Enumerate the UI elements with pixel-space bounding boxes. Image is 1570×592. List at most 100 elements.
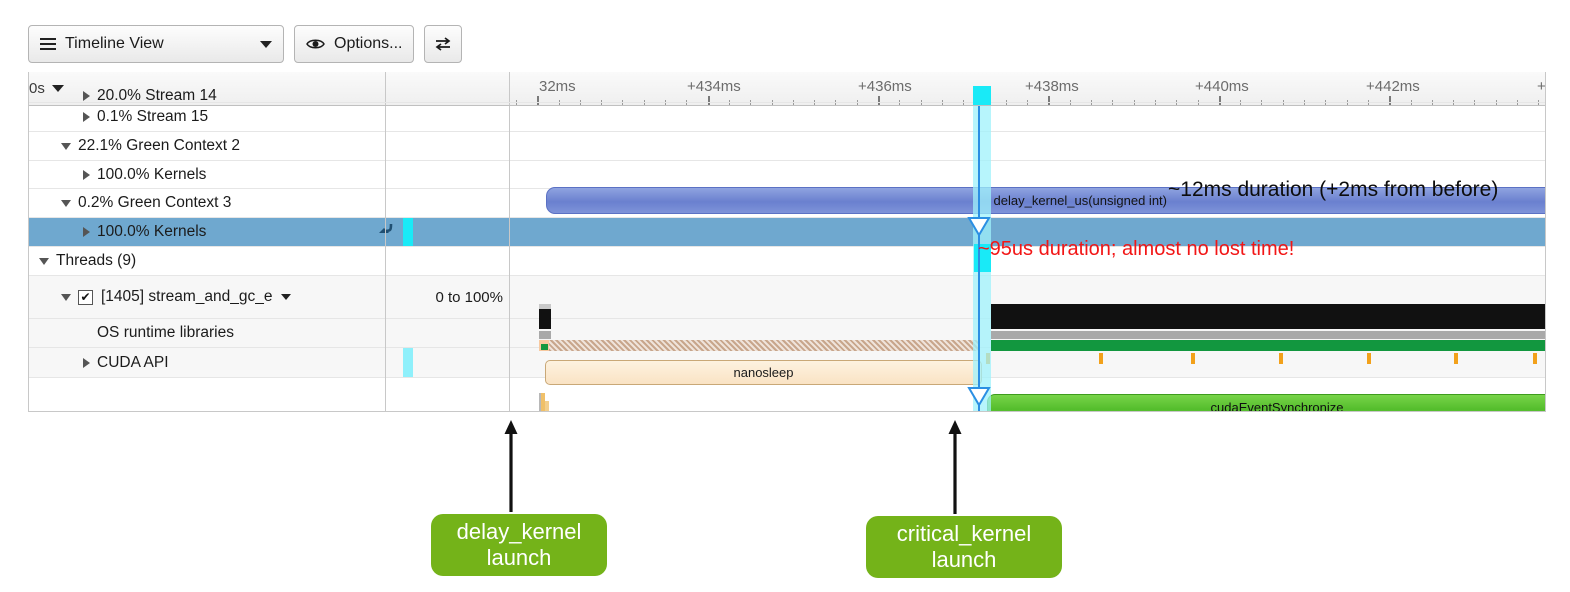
zoom-level-label: 0s [29, 80, 45, 97]
options-label: Options... [334, 35, 403, 52]
swap-button[interactable] [424, 25, 463, 63]
ruler-tick-label-5: +442ms [1366, 78, 1420, 95]
thread-gray [991, 331, 1545, 339]
row-tree-cell: Threads (9) [29, 247, 385, 275]
chevron-down-icon[interactable] [61, 199, 71, 207]
timeline-ruler[interactable]: 0s 32ms +434ms +436ms +438ms +440ms +442ms +44… [29, 72, 1546, 106]
ruler-tick [708, 96, 710, 105]
row-tree-cell: OS runtime libraries [29, 319, 385, 347]
ruler-tick [878, 96, 880, 105]
cuda-api-small-2[interactable] [541, 393, 545, 411]
timeline-panel: 0s 32ms +434ms +436ms +438ms +440ms +442ms +44… [28, 72, 1546, 412]
ruler-tick-label-2: +436ms [858, 78, 912, 95]
timeline-row-threads-group[interactable]: Threads (9) [29, 247, 1545, 276]
options-button[interactable]: Options... [294, 25, 415, 63]
callout-line-2: launch [486, 545, 552, 570]
track-overlay: delay_kernel_us(unsigned int) [29, 106, 1545, 411]
row-tree-cell: ✔ [1405] stream_and_gc_e [29, 276, 385, 318]
chevron-right-icon[interactable] [83, 169, 90, 180]
chevron-down-icon[interactable] [260, 40, 272, 48]
row-scale-cell: 0 to 100% [386, 276, 509, 318]
row-checkbox[interactable]: ✔ [78, 289, 93, 305]
thread-orange-tick-0 [986, 353, 990, 364]
selection-triangle-upper [967, 217, 991, 237]
chevron-right-icon[interactable] [83, 357, 90, 368]
thread-util-cap-left [539, 304, 551, 312]
chevron-right-icon[interactable] [83, 91, 90, 101]
row-tree-cell: CUDA API [29, 348, 385, 377]
row-label: OS runtime libraries [97, 324, 234, 341]
thread-orange-tick-2 [1191, 353, 1195, 364]
bar-delay-kernel[interactable]: delay_kernel_us(unsigned int) [546, 187, 1545, 214]
row-scale-cell [386, 90, 509, 102]
row-label: 100.0% Kernels [97, 165, 207, 183]
row-tree-cell: 0.1% Stream 15 [29, 103, 385, 131]
chevron-down-icon[interactable] [281, 294, 292, 300]
row-scale-label: 0 to 100% [435, 288, 503, 306]
bar-cuda-label: cudaEventSynchronize [1210, 399, 1344, 412]
callout-line-2: launch [931, 547, 997, 572]
chevron-down-icon[interactable] [61, 293, 71, 301]
thread-util-black [991, 304, 1545, 329]
timeline-body: 20.0% Stream 14 0.1% Stream 15 22.1% Green… [29, 87, 1545, 411]
chevron-down-icon[interactable] [61, 142, 71, 150]
critical-kernel-duration-note: ~95us duration; almost no lost time! [978, 238, 1295, 260]
bar-cuda-event-synchronize[interactable]: cudaEventSynchronize [987, 394, 1545, 411]
row-tree-cell: 100.0% Kernels [29, 161, 385, 188]
callout-arrow-0 [504, 420, 518, 512]
timeline-view-label: Timeline View [65, 35, 164, 52]
row-label: CUDA API [97, 353, 169, 371]
ruler-tick-label-3: +438ms [1025, 78, 1079, 95]
timeline-view-button[interactable]: Timeline View [28, 25, 284, 63]
row-tree-cell: 0.2% Green Context 3 [29, 189, 385, 217]
eye-icon [306, 39, 325, 49]
chevron-down-icon[interactable] [39, 257, 49, 265]
thread-orange-tick-5 [1454, 353, 1458, 364]
callout-arrow-1 [948, 420, 962, 514]
ruler-tick [1048, 96, 1050, 105]
column-divider-2 [509, 72, 510, 105]
cuda-api-small-3[interactable] [545, 401, 549, 411]
timeline-row-stream-14[interactable]: 20.0% Stream 14 [29, 87, 1545, 104]
column-divider-1b [385, 106, 386, 411]
timeline-row-green-context-2[interactable]: 22.1% Green Context 2 [29, 132, 1545, 161]
chevron-right-icon[interactable] [83, 112, 90, 122]
ruler-tick-label-0: 32ms [539, 78, 576, 95]
row-label: 22.1% Green Context 2 [78, 137, 240, 154]
timeline-row-green-context-3[interactable]: 0.2% Green Context 3 [29, 189, 1545, 218]
row-label: 0.1% Stream 15 [97, 108, 209, 125]
bar-nanosleep[interactable]: nanosleep [545, 360, 982, 385]
chevron-right-icon[interactable] [83, 227, 90, 237]
column-divider-1 [385, 72, 386, 105]
row-tree-cell: 100.0% Kernels [29, 218, 385, 246]
thread-orange-tick-1 [1099, 353, 1103, 364]
swap-arrows-icon [436, 37, 451, 51]
ruler-tick [537, 96, 539, 105]
ruler-tick-label-4: +440ms [1195, 78, 1249, 95]
zoom-level[interactable]: 0s [29, 72, 385, 105]
thread-orange-tick-6 [1533, 353, 1537, 364]
row-selection-sliver [403, 218, 413, 246]
thread-orange-tick-4 [1367, 353, 1371, 364]
ruler-tick-label-6: +444 [1537, 78, 1546, 95]
row-label: 0.2% Green Context 3 [78, 194, 232, 211]
toolbar: Timeline View Options... [28, 24, 463, 64]
timeline-row-kernels-gc3[interactable]: 100.0% Kernels [29, 218, 1545, 247]
row-cuda-sliver [403, 348, 413, 377]
chevron-down-icon[interactable] [51, 85, 64, 92]
ruler-tick-label-1: +434ms [687, 78, 741, 95]
row-tree-cell: 22.1% Green Context 2 [29, 132, 385, 160]
ruler-selection-marker [973, 86, 991, 105]
thread-util-black-left [539, 309, 551, 329]
timeline-row-stream-15[interactable]: 0.1% Stream 15 [29, 103, 1545, 132]
ruler-tick [1219, 96, 1221, 105]
thread-green-left [541, 344, 548, 350]
selection-triangle-lower [967, 387, 991, 407]
thread-orange-tick-3 [1279, 353, 1283, 364]
row-label: [1405] stream_and_gc_e [101, 288, 273, 305]
row-label: Threads (9) [56, 252, 137, 269]
callout-line-1: critical_kernel [896, 521, 1032, 547]
